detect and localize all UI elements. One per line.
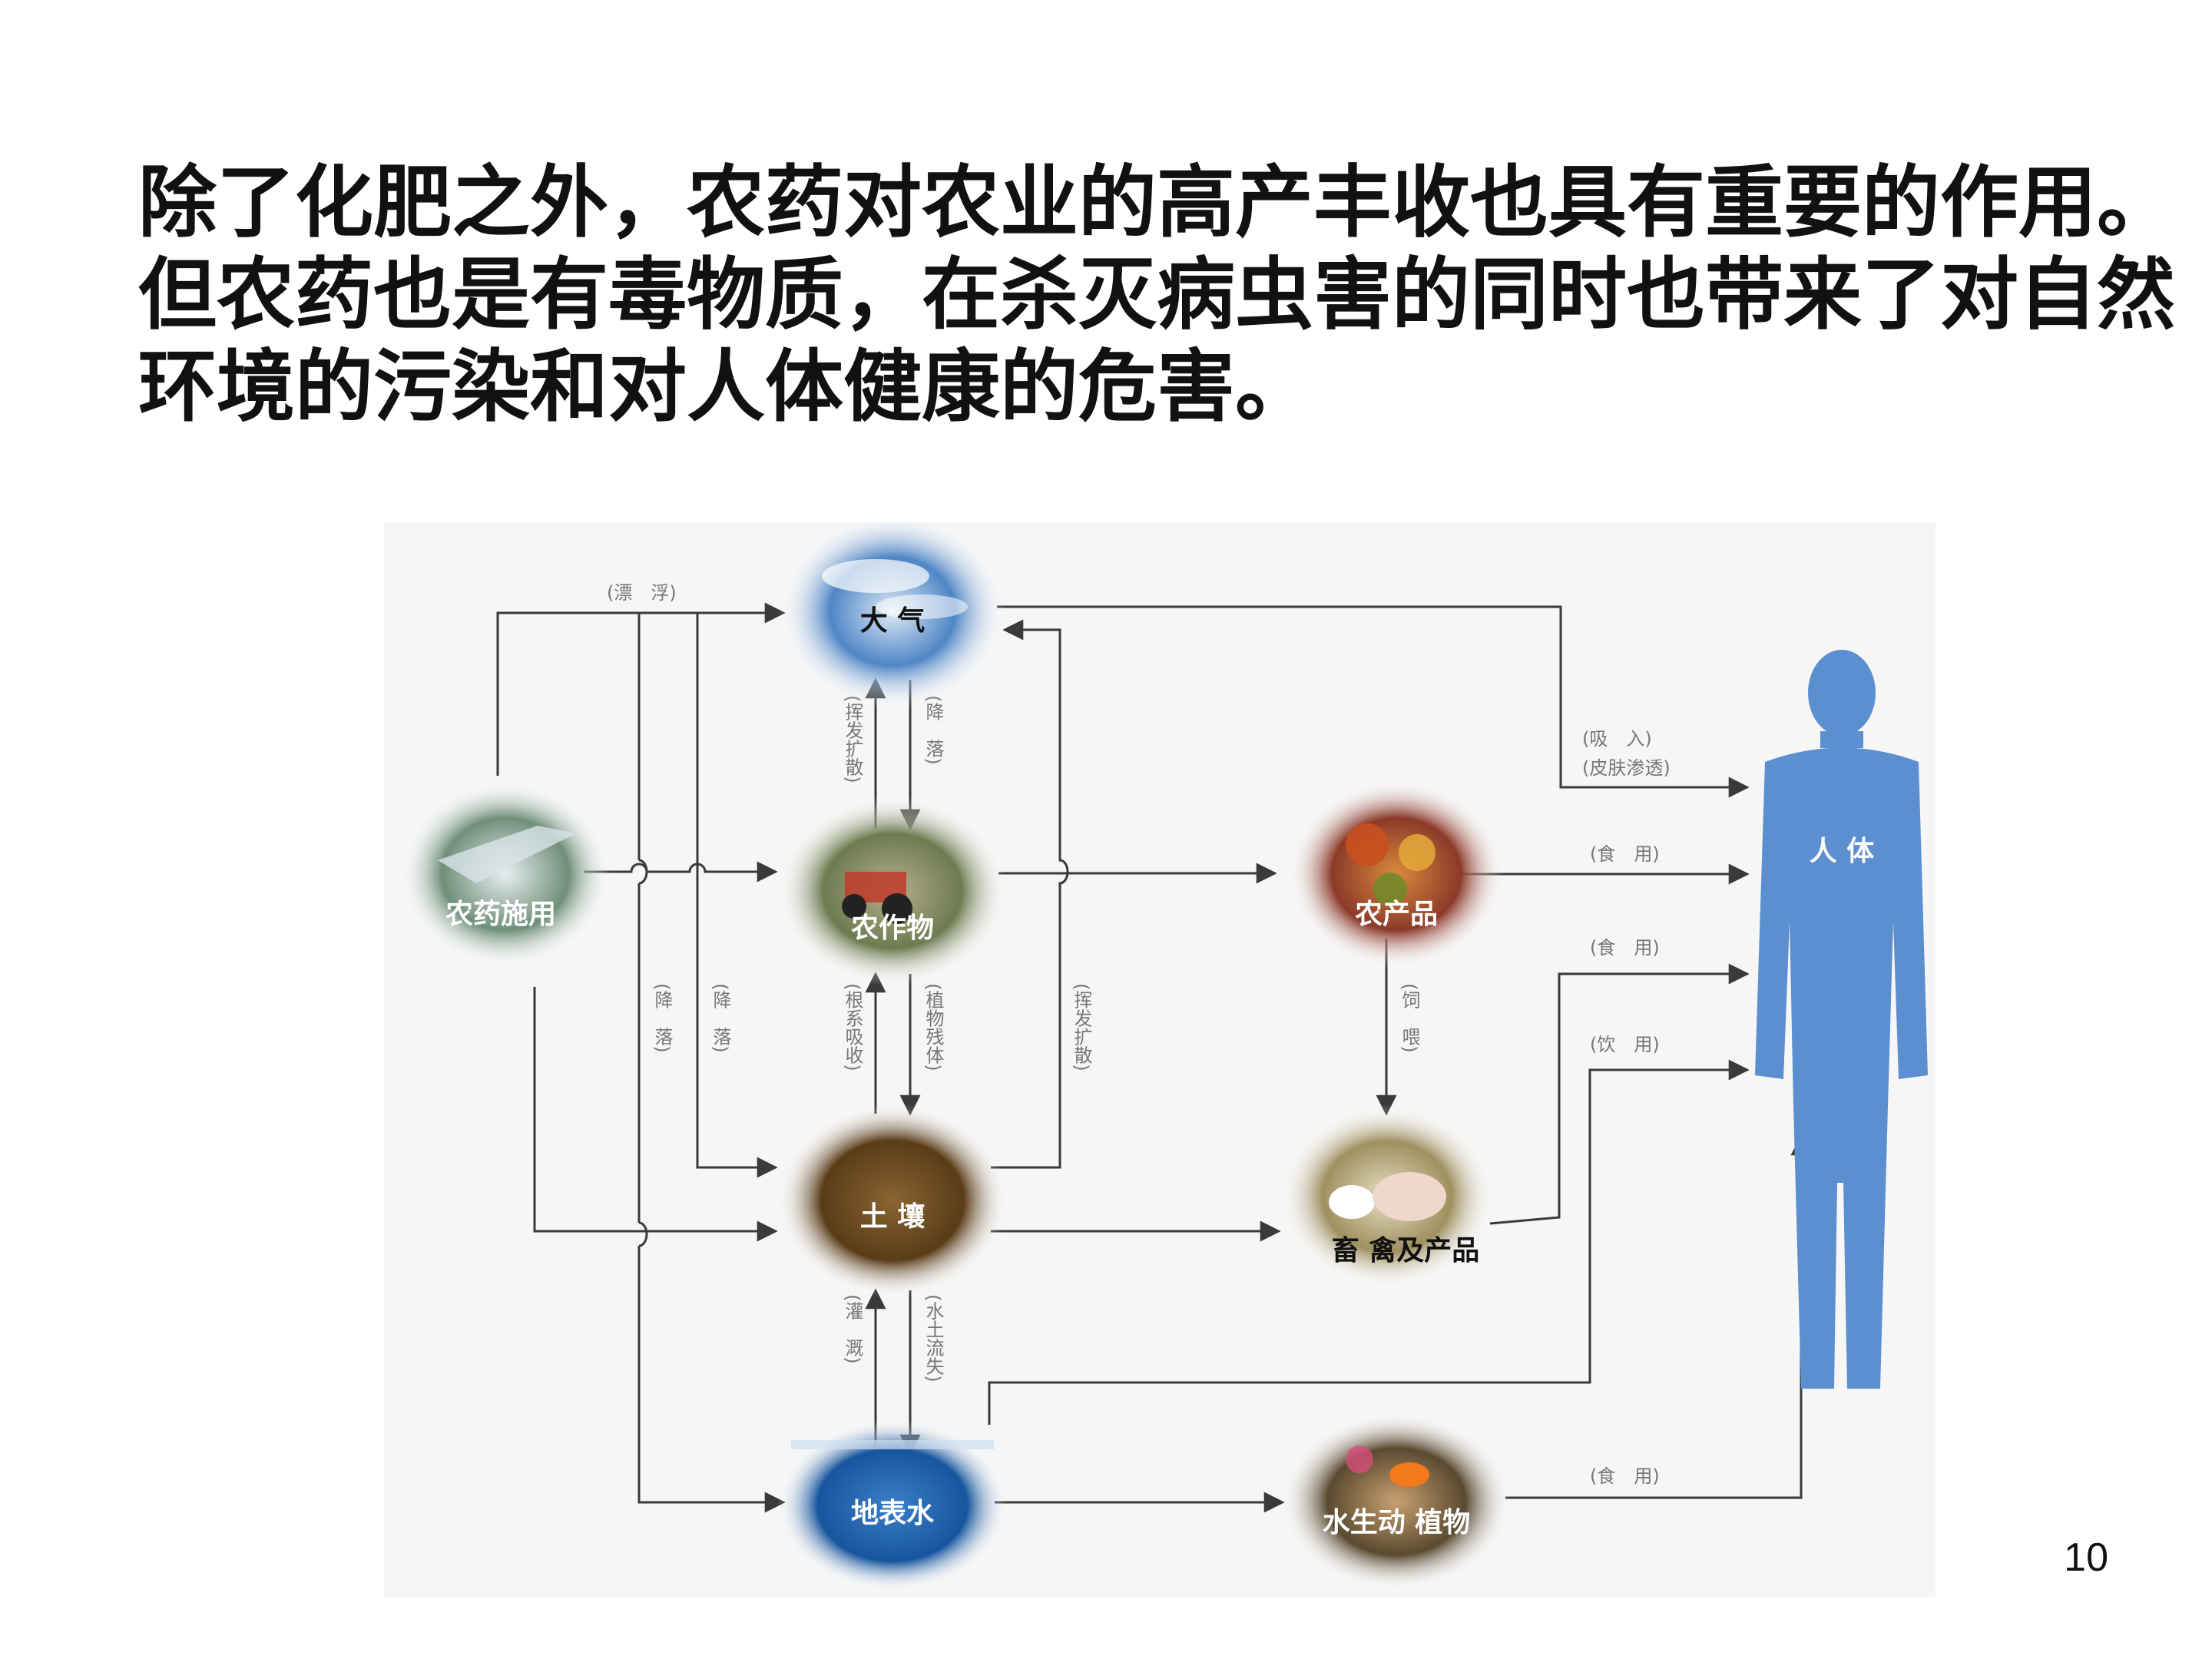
pesticide-pathway-diagram: (漂 浮) (吸 入) (皮肤渗透) (食 用) (食 用) (饮 用) (食 … [384,522,1936,1598]
node-surface-water: 地表水 [777,1419,1008,1591]
node-pesticide-use: 农药施用 [399,780,611,968]
intro-paragraph: 除了化肥之外，农药对农业的高产丰收也具有重要的作用。 但农药也是有毒物质，在杀灭… [138,157,2104,434]
page-number: 10 [2064,1535,2108,1581]
paragraph-line-3: 环境的污染和对人体健康的危害。 [138,342,2104,434]
label-irrigate: (灌 溉) [842,1294,863,1364]
label-feed: (饲 喂) [1399,983,1420,1053]
node-aquatic: 水生动 植物 [1281,1412,1512,1591]
label-fall-atmo: (降 落) [922,695,944,765]
human-label: 人 体 [1810,836,1875,867]
paragraph-line-1: 除了化肥之外，农药对农业的高产丰收也具有重要的作用。 [138,157,2104,250]
node-agri-products: 农产品 [1289,780,1504,968]
label-drift: (漂 浮) [607,582,677,604]
label-eat-1: (食 用) [1590,843,1660,865]
node-soil: 土 壤 [777,1104,1008,1297]
label-erosion: (水土流失) [922,1294,944,1382]
label-eat-3: (食 用) [1590,1465,1660,1487]
diagram-backdrop [384,522,1936,1598]
label-root-absorb: (根系吸收) [842,983,863,1071]
node-crops: 农作物 [777,796,1008,986]
livestock-label: 畜 禽及产品 [1332,1235,1480,1267]
soil-label: 土 壤 [860,1200,926,1233]
label-fall-left-1: (降 落) [651,983,673,1053]
pesticide-use-label: 农药施用 [445,899,556,930]
surface-water-label: 地表水 [851,1498,935,1529]
label-plant-residue: (植物残体) [922,983,944,1071]
label-skin: (皮肤渗透) [1582,757,1671,779]
agri-products-label: 农产品 [1355,899,1438,930]
node-livestock: 畜 禽及产品 [1280,1104,1495,1289]
label-volatilize-right: (挥发扩散) [1071,983,1092,1071]
label-fall-left-2: (降 落) [710,983,731,1053]
aquatic-label: 水生动 植物 [1323,1507,1471,1538]
paragraph-line-2: 但农药也是有毒物质，在杀灭病虫害的同时也带来了对自然 [138,250,2104,342]
crops-label: 农作物 [851,912,934,944]
label-eat-2: (食 用) [1590,937,1660,959]
node-atmosphere: 大 气 [779,522,1006,710]
label-inhale: (吸 入) [1582,728,1652,750]
atmosphere-label: 大 气 [860,605,926,637]
label-volatilize: (挥发扩散) [842,695,863,783]
label-drink: (饮 用) [1590,1034,1660,1055]
